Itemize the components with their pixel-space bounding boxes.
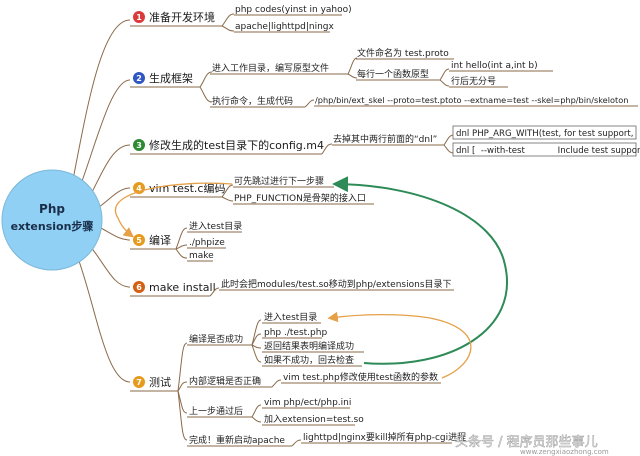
n7-result-ok: 返回结果表明编译成功 [264,340,354,352]
node-2: 2 生成框架 进入工作目录，编写原型文件 文件命名为 test.proto 每行… [130,47,638,108]
n6-move-so: 此时会把modules/test.so移动到php/extensions目录下 [221,278,452,290]
orange-skip-arrow [114,182,233,238]
badge-3-number: 3 [136,141,142,150]
n7-add-extension: 加入extension=test.so [264,414,364,425]
n5-make: make [189,251,214,261]
n4-skip-step: 可先跳过进行下一步骤 [234,175,324,187]
badge-2 [133,72,145,84]
n2-prototype: 每行一个函数原型 [357,68,429,80]
node-7: 7 测试 编译是否成功 进入test目录 php ./test.php 返回结果… [130,312,466,447]
n7-after-pass: 上一步通过后 [189,405,243,417]
n7-enter-test: 进入test目录 [264,312,317,323]
n7-kill-cgi: lighttpd|nginx要kill掉所有php-cgi进程 [303,431,466,443]
node-6: 6 make install 此时会把modules/test.so移动到php… [130,278,454,297]
node-3-label: 修改生成的test目录下的config.m4 [149,138,324,152]
n2-hello-proto: int hello(int a,int b) [451,61,538,71]
badge-1 [133,11,145,23]
node-1-label: 准备开发环境 [149,10,215,24]
n7-if-fail: 如果不成功，回去检查 [264,354,354,366]
badge-6-number: 6 [136,283,142,292]
n2-work-dir: 进入工作目录，编写原型文件 [212,62,329,74]
root-subtitle: extension步骤 [11,219,94,233]
n3-dnl-line1: dnl PHP_ARG_WITH(test, for test support, [456,129,634,139]
orange-check-arrow [327,311,472,379]
n5-phpize: ./phpize [189,238,225,248]
n3-dnl-line1-box [452,125,637,140]
n2-exec-cmd: 执行命令，生成代码 [212,95,293,107]
badge-3 [133,139,145,151]
watermark: 头条号 / 程序员那些事儿 www.zengxiaozhong.com [455,434,609,456]
badge-4-number: 4 [136,184,142,193]
node-5: 5 编译 进入test目录 ./phpize make [130,221,242,262]
node-7-label: 测试 [149,376,171,389]
root-circle [1,169,103,271]
node-4-label: vim test.c编码 [149,181,225,195]
node-4: 4 vim test.c编码 可先跳过进行下一步骤 PHP_FUNCTION是骨… [130,175,374,205]
badge-7-number: 7 [136,378,142,387]
n2-no-semicolon: 行后无分号 [451,75,496,87]
badge-7 [133,376,145,388]
badge-2-number: 2 [136,74,142,83]
node-5-label: 编译 [149,233,171,247]
n7-php-test: php ./test.php [264,328,327,338]
n4-php-function: PHP_FUNCTION是骨架的接入口 [234,192,366,204]
node-6-label: make install [149,281,216,294]
n3-remove-dnl: 去掉其中两行前面的“dnl” [333,133,437,145]
n2-ext-skel-cmd: /php/bin/ext_skel --proto=test.ptoto --e… [315,95,628,105]
green-loop-arrow [332,176,508,365]
badge-5-number: 5 [136,236,142,245]
n5-enter-test: 进入test目录 [189,221,242,232]
badge-5 [133,234,145,246]
n1-php-codes: php codes(yinst in yahoo) [235,5,352,15]
n7-vim-test-php: vim test.php修改使用test函数的参数 [283,371,438,383]
node-3: 3 修改生成的test目录下的config.m4 去掉其中两行前面的“dnl” … [130,125,640,157]
root-title: Php [39,202,65,216]
n2-file-name: 文件命名为 test.proto [357,47,449,59]
n7-done-restart: 完成！重新启动apache [189,434,285,446]
n1-servers: apache|lighttpd|ningx [235,22,335,32]
n7-compile-ok: 编译是否成功 [189,333,243,345]
n7-vim-ini: vim php/ect/php.ini [264,398,351,408]
node-1: 1 准备开发环境 php codes(yinst in yahoo) apach… [130,5,352,33]
node-2-label: 生成框架 [149,71,193,85]
root-node: Php extension步骤 [1,169,103,271]
badge-6 [133,281,145,293]
n3-dnl-line2: dnl [ --with-test Include test support]) [456,146,640,156]
badge-1-number: 1 [136,13,142,22]
watermark-url: www.zengxiaozhong.com [520,448,609,456]
watermark-text: 头条号 / 程序员那些事儿 [455,434,598,450]
n7-logic-ok: 内部逻辑是否正确 [189,375,261,387]
n3-dnl-line2-box [452,142,637,157]
